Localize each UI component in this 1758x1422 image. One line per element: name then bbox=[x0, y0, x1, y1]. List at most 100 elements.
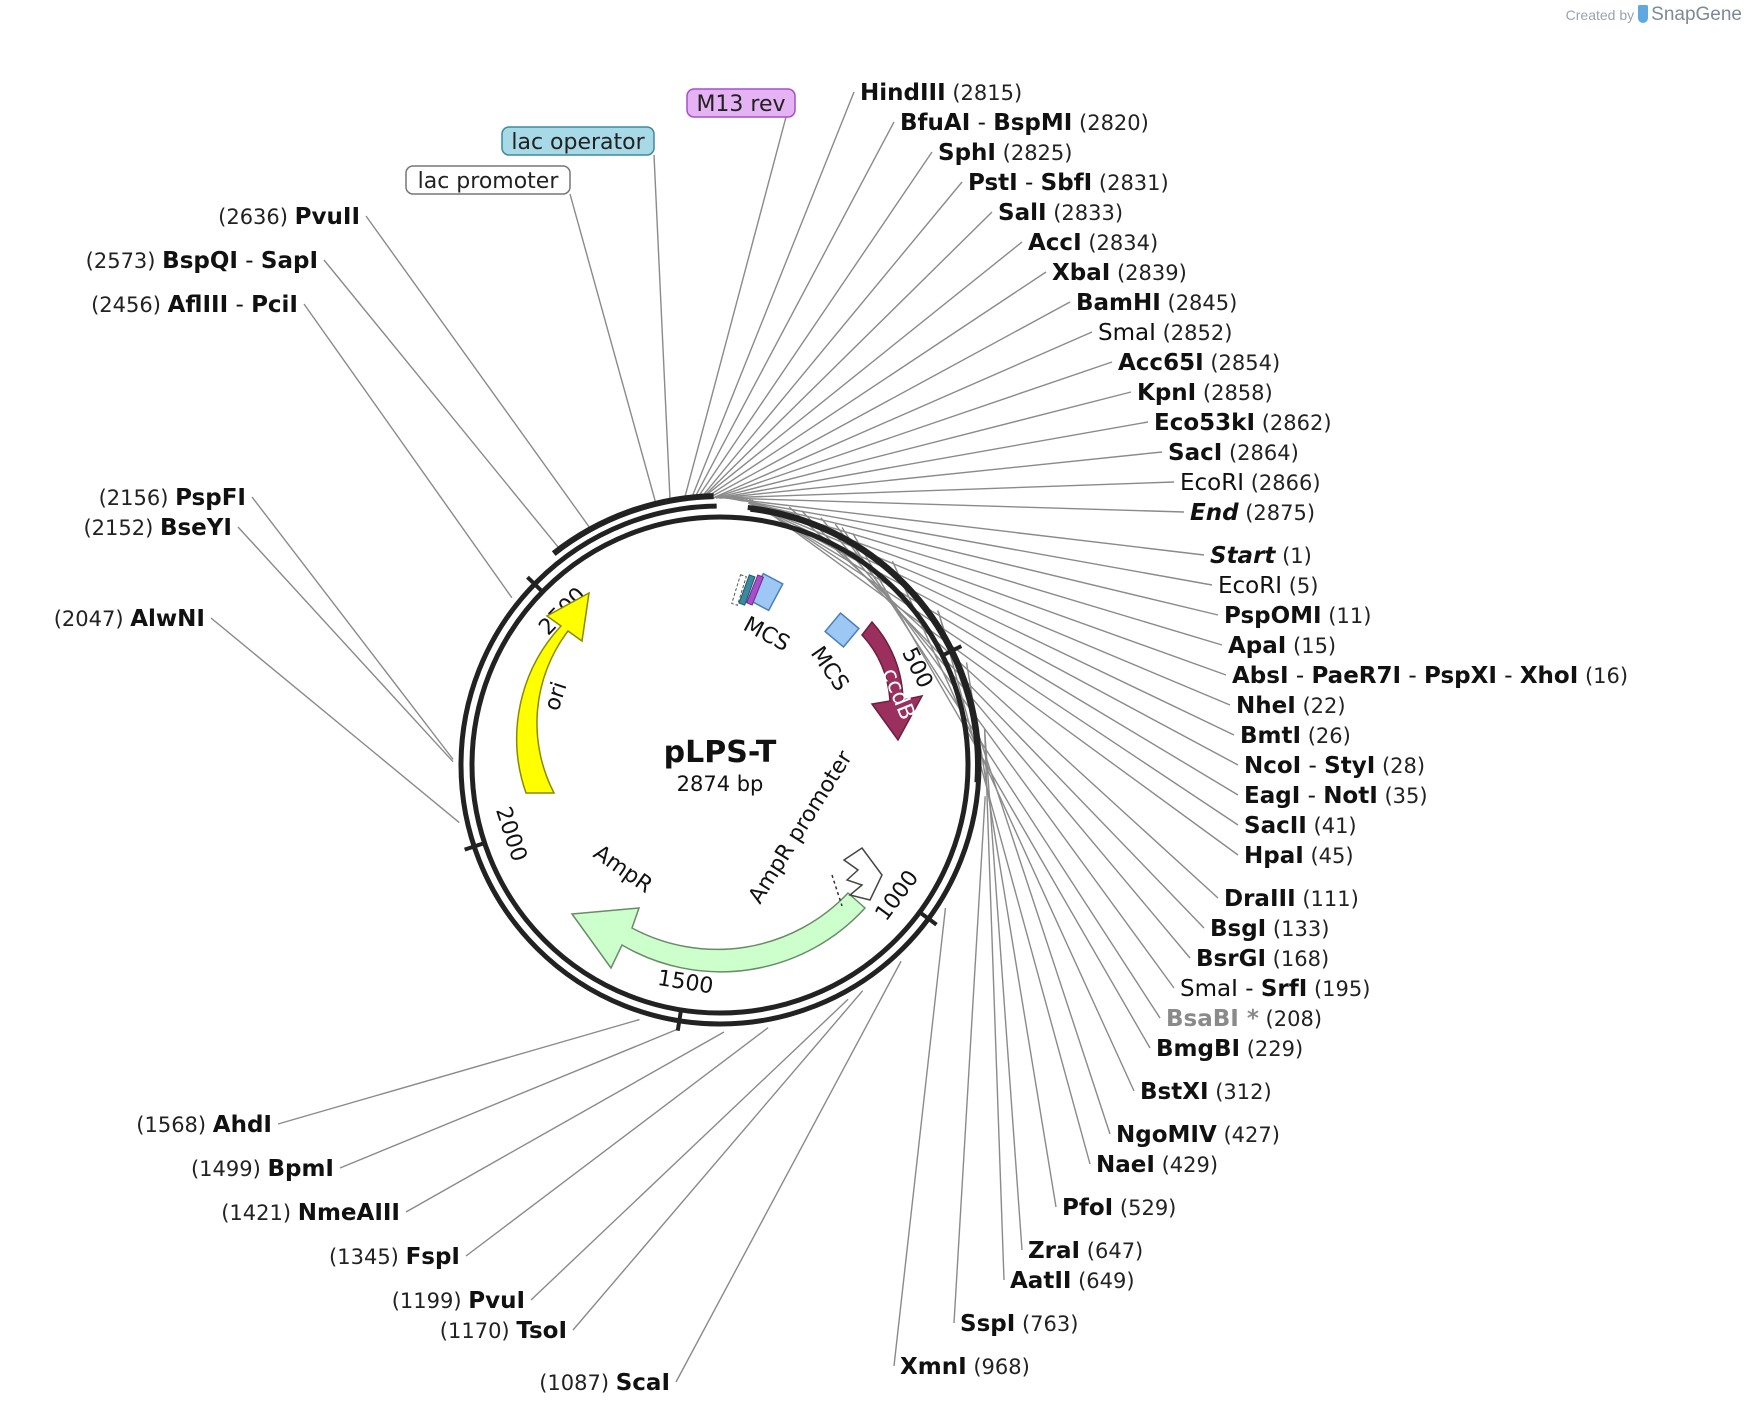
site-label: ZraI (647) bbox=[1028, 1238, 1143, 1264]
leader-line bbox=[210, 617, 460, 824]
site-label: PstI - SbfI (2831) bbox=[968, 170, 1169, 196]
credit-prefix: Created by bbox=[1565, 7, 1635, 23]
svg-text:End (2875): End (2875) bbox=[1190, 500, 1315, 526]
svg-text:(2047) AlwNI: (2047) AlwNI bbox=[54, 606, 205, 632]
leader-line bbox=[701, 241, 1023, 500]
boxed-label-lac-promoter: lac promoter bbox=[418, 169, 560, 194]
feature-AmpR: AmpR bbox=[570, 840, 867, 973]
site-label: SmaI (2852) bbox=[1098, 320, 1232, 346]
svg-text:NheI (22): NheI (22) bbox=[1236, 693, 1346, 719]
leader-line bbox=[953, 796, 986, 1324]
leader-line bbox=[725, 497, 1205, 556]
leader-line bbox=[718, 421, 1149, 499]
leader-line bbox=[696, 151, 933, 500]
site-label: SacI (2864) bbox=[1168, 440, 1299, 466]
leader-line bbox=[737, 497, 1231, 706]
restriction-site-labels: HindIII (2815)BfuAI - BspMI (2820)SphI (… bbox=[54, 80, 1628, 1396]
leader-line bbox=[690, 91, 855, 500]
site-label: Acc65I (2854) bbox=[1118, 350, 1280, 376]
site-label: (1499) BpmI bbox=[191, 1156, 334, 1182]
svg-text:Acc65I (2854): Acc65I (2854) bbox=[1118, 350, 1280, 376]
svg-text:PstI - SbfI (2831): PstI - SbfI (2831) bbox=[968, 170, 1169, 196]
svg-text:(1568) AhdI: (1568) AhdI bbox=[136, 1112, 272, 1138]
svg-text:(1345) FspI: (1345) FspI bbox=[329, 1244, 460, 1270]
svg-text:BsaBI * (208): BsaBI * (208) bbox=[1166, 1006, 1322, 1032]
leader-line bbox=[788, 506, 1219, 899]
leader-line bbox=[465, 1027, 769, 1257]
site-label: AbsI - PaeR7I - PspXI - XhoI (16) bbox=[1232, 663, 1628, 689]
leader-line bbox=[704, 271, 1047, 500]
svg-text:EcoRI (2866): EcoRI (2866) bbox=[1180, 470, 1321, 496]
svg-text:AbsI - PaeR7I - PspXI -: AbsI - PaeR7I - PspXI - XhoI (16) bbox=[1232, 663, 1628, 689]
svg-text:PspOMI (11): PspOMI (11) bbox=[1224, 603, 1371, 629]
svg-text:XbaI (2839): XbaI (2839) bbox=[1052, 260, 1187, 286]
tick-mark bbox=[526, 575, 546, 595]
site-label: (1568) AhdI bbox=[136, 1112, 272, 1138]
site-label: Start (1) bbox=[1210, 543, 1312, 569]
svg-text:DraIII (111): DraIII (111) bbox=[1224, 886, 1359, 912]
site-label: (1170) TsoI bbox=[440, 1318, 567, 1344]
leader-line bbox=[323, 259, 562, 551]
plasmid-backbone bbox=[458, 493, 982, 1027]
svg-text:HindIII (2815): HindIII (2815) bbox=[860, 80, 1022, 106]
tick-mark bbox=[939, 644, 963, 659]
svg-text:EcoRI (5): EcoRI (5) bbox=[1218, 573, 1318, 599]
leader-line bbox=[745, 498, 1239, 796]
tick-mark bbox=[464, 840, 488, 852]
site-label: SspI (763) bbox=[960, 1311, 1078, 1337]
svg-text:AccI (2834): AccI (2834) bbox=[1028, 230, 1158, 256]
feature-label-AmpR-promoter: AmpR promoter bbox=[744, 746, 858, 908]
leader-line bbox=[983, 729, 1005, 1281]
leader-line bbox=[569, 193, 658, 506]
leader-line bbox=[983, 728, 1023, 1251]
site-label: BsgI (133) bbox=[1210, 916, 1329, 942]
site-label: AatII (649) bbox=[1010, 1268, 1135, 1294]
boxed-label-m13-rev: M13 rev bbox=[696, 92, 785, 117]
leader-line bbox=[728, 497, 1213, 586]
site-label: SalI (2833) bbox=[998, 200, 1123, 226]
boxed-feature-m13-rev: M13 rev bbox=[686, 88, 796, 118]
leader-line bbox=[820, 517, 1191, 959]
svg-text:ZraI (647): ZraI (647) bbox=[1028, 1238, 1143, 1264]
feature-label-AmpR: AmpR bbox=[589, 840, 657, 898]
feature-label-MCS-2: MCS bbox=[805, 642, 853, 696]
svg-text:NcoI - StyI (28): NcoI - StyI (28) bbox=[1244, 753, 1425, 779]
leader-line bbox=[893, 907, 947, 1367]
svg-text:BsrGI (168): BsrGI (168) bbox=[1196, 946, 1329, 972]
leader-line bbox=[965, 662, 1057, 1208]
leader-line bbox=[683, 116, 787, 501]
site-label: BstXI (312) bbox=[1140, 1079, 1272, 1105]
leader-line bbox=[237, 526, 454, 763]
svg-text:(2156) PspFI: (2156) PspFI bbox=[99, 485, 246, 511]
site-label: BamHI (2845) bbox=[1076, 290, 1237, 316]
site-label: EcoRI (2866) bbox=[1180, 470, 1321, 496]
leader-line bbox=[699, 181, 963, 500]
site-label: NgoMIV (427) bbox=[1116, 1122, 1280, 1148]
site-label: ApaI (15) bbox=[1228, 633, 1336, 659]
site-label: NheI (22) bbox=[1236, 693, 1346, 719]
leader-line bbox=[653, 154, 671, 503]
svg-text:BmtI (26): BmtI (26) bbox=[1240, 723, 1351, 749]
site-label: (1421) NmeAIII bbox=[221, 1200, 400, 1226]
site-label: (2573) BspQI - SapI bbox=[86, 248, 318, 274]
boxed-feature-lac-promoter: lac promoter bbox=[405, 165, 571, 195]
site-label: BsaBI * (208) bbox=[1166, 1006, 1322, 1032]
site-label: (1087) ScaI bbox=[539, 1370, 670, 1396]
site-label: KpnI (2858) bbox=[1137, 380, 1273, 406]
site-label: EcoRI (5) bbox=[1218, 573, 1318, 599]
site-label: (2456) AflIII - PciI bbox=[91, 292, 298, 318]
tick-mark bbox=[916, 909, 938, 927]
svg-text:BamHI (2845): BamHI (2845) bbox=[1076, 290, 1237, 316]
site-label: SacII (41) bbox=[1244, 813, 1357, 839]
leader-line bbox=[719, 451, 1163, 499]
tick-label: 2000 bbox=[490, 804, 531, 865]
snapgene-logo-icon bbox=[1638, 5, 1649, 23]
site-label: NaeI (429) bbox=[1096, 1152, 1218, 1178]
site-label: DraIII (111) bbox=[1224, 886, 1359, 912]
tick-mark bbox=[675, 1007, 684, 1031]
leader-line bbox=[693, 121, 895, 500]
svg-text:(1087) ScaI: (1087) ScaI bbox=[539, 1370, 670, 1396]
svg-text:NgoMIV (427): NgoMIV (427) bbox=[1116, 1122, 1280, 1148]
svg-text:BsgI (133): BsgI (133) bbox=[1210, 916, 1329, 942]
site-label: EagI - NotI (35) bbox=[1244, 783, 1428, 809]
